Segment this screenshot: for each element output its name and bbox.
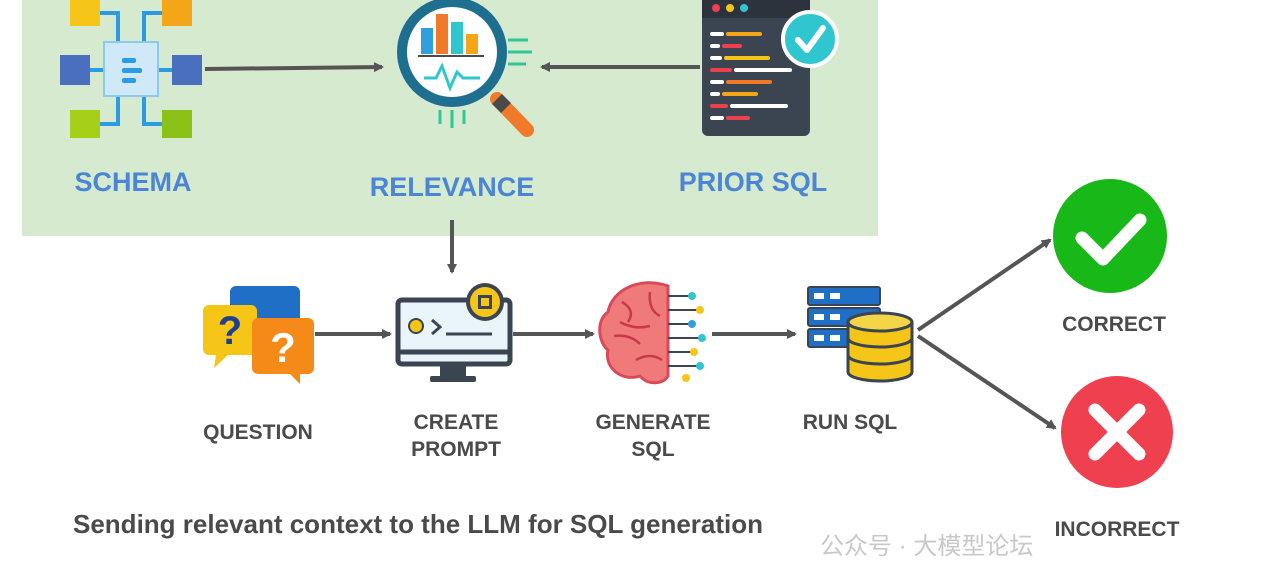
schema-label: SCHEMA [74,167,192,197]
monitor-prompt-icon [395,283,513,382]
flow-arrows [204,62,1057,430]
server-database-icon [807,286,914,383]
watermark: 公众号 · 大模型论坛 [820,533,1034,560]
relevance-label: RELEVANCE [369,172,535,202]
arrow-run-to-incorrect [916,334,1057,430]
brain-circuit-icon [598,281,706,385]
diagram-graphics: ? ? [60,0,1173,488]
question-bubbles-icon: ? ? [203,286,314,384]
incorrect-label: INCORRECT [1054,518,1180,541]
prior-sql-label: PRIOR SQL [678,167,828,197]
x-circle-icon [1061,376,1173,488]
figure-caption: Sending relevant context to the LLM for … [73,509,764,539]
check-circle-icon [1053,179,1167,293]
create-prompt-label-line2: PROMPT [411,438,501,461]
arrow-schema-to-relevance [204,62,384,73]
generate-sql-label-line2: SQL [631,438,675,461]
code-editor-check-icon [702,0,839,136]
arrow-run-to-correct [916,238,1052,332]
svg-text:?: ? [218,309,242,353]
question-label: QUESTION [203,421,313,444]
magnifier-chart-icon [397,0,534,137]
generate-sql-label-line1: GENERATE [595,411,711,434]
diagram-canvas: ? ? [22,0,1180,560]
run-sql-label: RUN SQL [802,411,898,434]
svg-text:?: ? [270,324,296,371]
correct-label: CORRECT [1062,313,1166,336]
create-prompt-label-line1: CREATE [413,411,499,434]
schema-network-icon [60,0,202,138]
